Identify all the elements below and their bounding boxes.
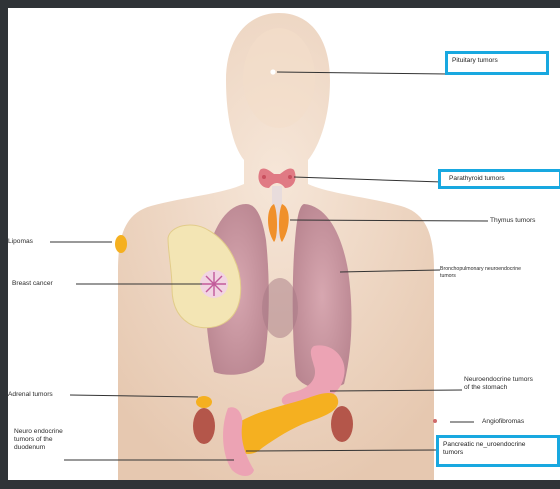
duodenum-label-line3: duodenum	[14, 444, 63, 452]
stomach-label: Neuroendocrine tumors of the stomach	[464, 376, 533, 392]
anatomy-illustration	[8, 8, 560, 480]
breast-cancer-label: Breast cancer	[12, 280, 53, 288]
lipomas-label: Lipomas	[8, 238, 33, 246]
parathyroid-leader	[294, 177, 442, 182]
pancreatic-label: Pancreatic ne_uroendocrine tumors	[443, 441, 525, 457]
right-kidney	[193, 408, 215, 444]
parathyroid-label: Parathyroid tumors	[449, 175, 505, 183]
duodenum-label: Neuro endocrine tumors of the duodenum	[14, 428, 63, 452]
adrenal-label: Adrenal tumors	[8, 391, 53, 399]
heart-shadow	[262, 278, 298, 338]
bronchopulmonary-label: Bronchopulmonary neuroendocrine tumors	[440, 266, 521, 280]
diagram-canvas: Pituitary tumors Parathyroid tumors Panc…	[8, 8, 560, 480]
pancreatic-label-line2: tumors	[443, 449, 525, 457]
head-shading	[243, 28, 315, 128]
pituitary-marker	[270, 69, 275, 74]
stomach-label-line2: of the stomach	[464, 384, 533, 392]
adrenal-gland	[196, 396, 212, 408]
pancreatic-label-box: Pancreatic ne_uroendocrine tumors	[436, 435, 560, 467]
parathyroid-nodule	[262, 175, 266, 179]
parathyroid-label-box: Parathyroid tumors	[438, 169, 560, 189]
left-kidney	[331, 406, 353, 442]
pituitary-label: Pituitary tumors	[452, 57, 498, 65]
bronchopulmonary-label-line1: Bronchopulmonary neuroendocrine	[440, 266, 521, 273]
angiofibroma-marker	[433, 419, 437, 423]
stomach-label-line1: Neuroendocrine tumors	[464, 376, 533, 384]
pituitary-label-box: Pituitary tumors	[445, 51, 549, 75]
lipoma-mass	[115, 235, 127, 253]
pancreatic-label-line1: Pancreatic ne_uroendocrine	[443, 441, 525, 449]
thymus-label: Thymus tumors	[490, 217, 535, 225]
duodenum-label-line1: Neuro endocrine	[14, 428, 63, 436]
parathyroid-nodule	[288, 175, 292, 179]
angiofibromas-label: Angiofibromas	[482, 418, 524, 426]
bronchopulmonary-label-line2: tumors	[440, 273, 521, 280]
duodenum-label-line2: tumors of the	[14, 436, 63, 444]
